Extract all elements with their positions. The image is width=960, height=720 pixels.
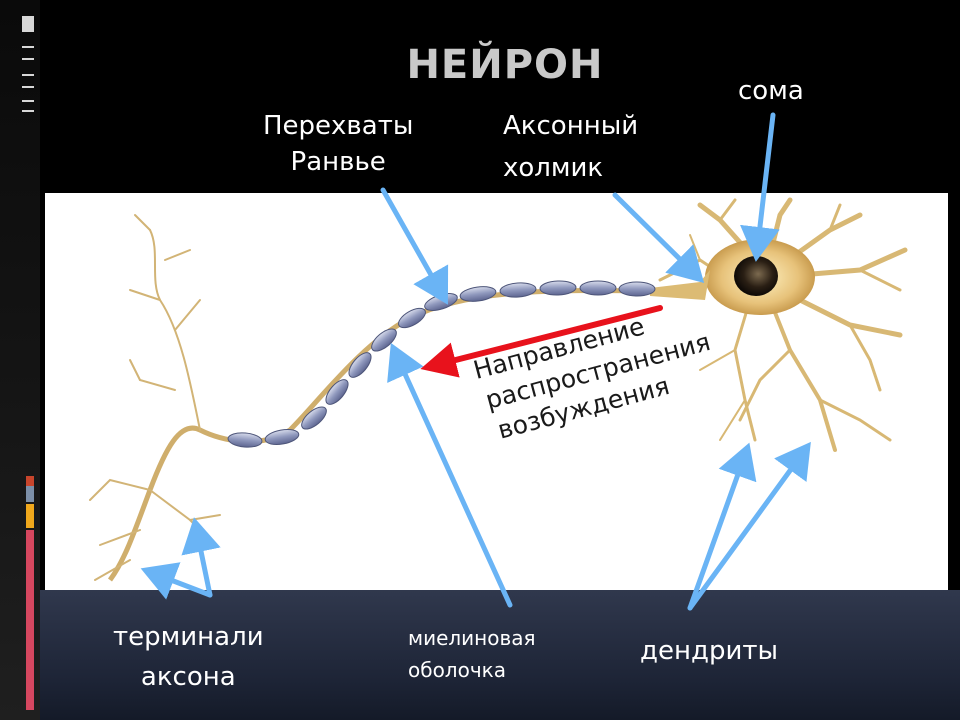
label-terminals: терминали аксона — [113, 622, 264, 692]
decorative-lines — [22, 16, 34, 114]
arrow-axon-hillock — [612, 192, 705, 284]
label-arrows — [140, 112, 811, 611]
arrow-terminals-2 — [181, 517, 221, 598]
arrow-dendrites-2 — [687, 441, 811, 611]
myelin-segments — [227, 280, 656, 448]
dendrites-drawing — [658, 197, 908, 452]
label-axon-hillock: Аксонный холмик — [503, 111, 639, 183]
decorative-bar-orange — [26, 504, 34, 528]
label-soma: сома — [738, 76, 804, 106]
arrow-soma — [740, 112, 780, 262]
label-ranvier: Перехваты Ранвье — [263, 111, 414, 177]
footer-band — [0, 590, 960, 720]
axon-hillock — [650, 270, 710, 300]
page-title: НЕЙРОН — [406, 42, 604, 88]
label-dendrites: дендриты — [640, 636, 779, 666]
axon-terminals-drawing — [89, 214, 221, 581]
decorative-bar-red — [26, 476, 34, 490]
decorative-bar-pink — [26, 530, 34, 710]
arrow-direction — [420, 305, 663, 378]
arrow-ranvier — [380, 187, 449, 305]
header-band — [0, 0, 960, 190]
left-decoration-strip — [0, 0, 40, 720]
arrow-dendrites-1 — [687, 442, 757, 611]
label-myelin: миелиновая оболочка — [408, 626, 536, 682]
decorative-bar-gray — [26, 486, 34, 502]
nucleus — [734, 256, 778, 296]
arrow-myelin — [387, 342, 513, 608]
arrow-terminals-1 — [140, 562, 213, 600]
